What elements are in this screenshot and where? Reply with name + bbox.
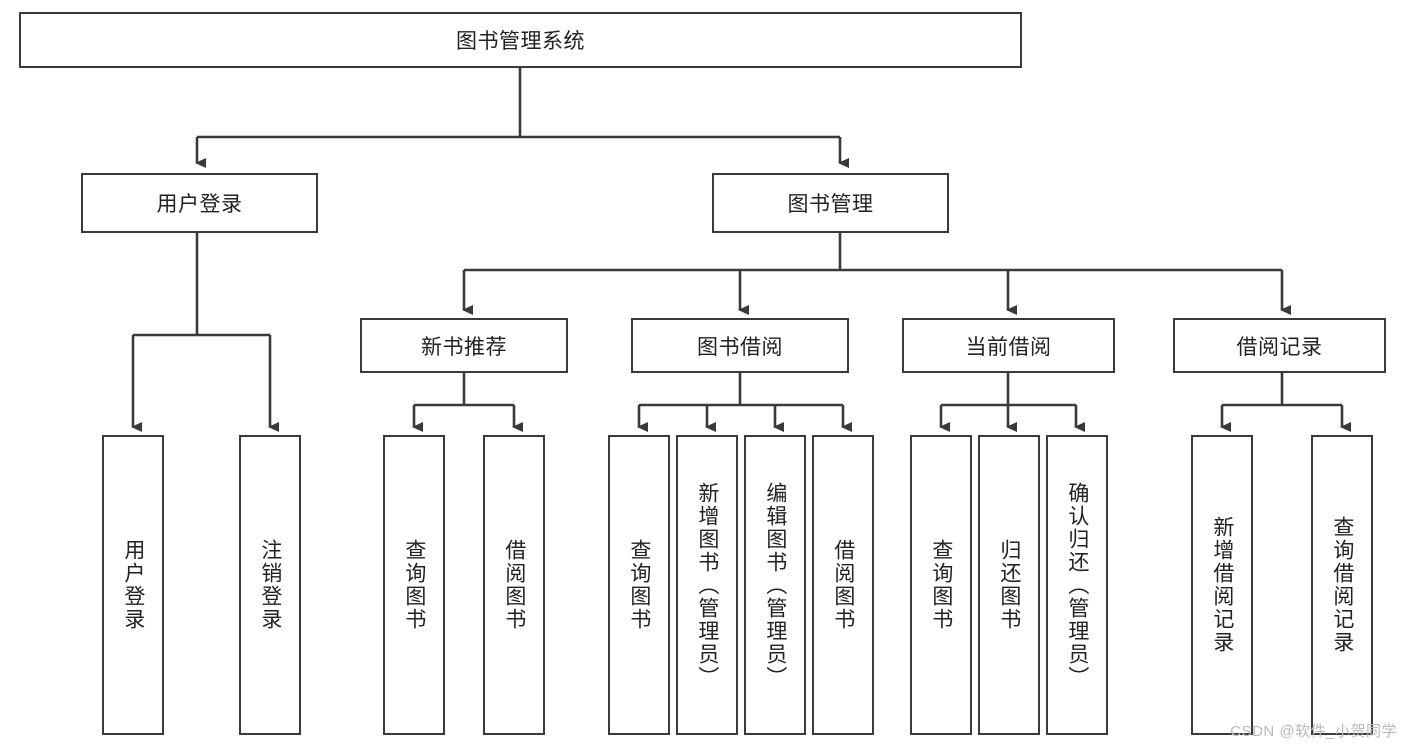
leaf-borrow-book-1-label: 借阅图书: [502, 539, 526, 631]
node-user-login[interactable]: 用户登录: [81, 173, 318, 233]
leaf-borrow-book-2-label: 借阅图书: [831, 539, 855, 631]
leaf-borrow-book-1[interactable]: 借阅图书: [483, 435, 545, 735]
node-book-borrow[interactable]: 图书借阅: [631, 318, 849, 373]
node-new-book-recommend[interactable]: 新书推荐: [360, 318, 568, 373]
node-root-label: 图书管理系统: [456, 30, 585, 53]
node-new-book-recommend-label: 新书推荐: [421, 335, 507, 359]
leaf-query-record[interactable]: 查询借阅记录: [1311, 435, 1373, 735]
leaf-return-book-label: 归还图书: [997, 539, 1021, 631]
node-root[interactable]: 图书管理系统: [19, 12, 1022, 68]
leaf-edit-book[interactable]: 编辑图书（管理员）: [744, 435, 806, 735]
leaf-query-record-label: 查询借阅记录: [1330, 516, 1354, 654]
leaf-add-book[interactable]: 新增图书（管理员）: [676, 435, 738, 735]
node-book-borrow-label: 图书借阅: [697, 335, 783, 359]
leaf-return-book[interactable]: 归还图书: [978, 435, 1040, 735]
node-borrow-record-label: 借阅记录: [1236, 335, 1323, 359]
node-current-borrow-label: 当前借阅: [965, 335, 1052, 359]
leaf-add-record-label: 新增借阅记录: [1210, 516, 1234, 654]
leaf-logout-label: 注销登录: [258, 539, 282, 631]
leaf-user-login[interactable]: 用户登录: [102, 435, 164, 735]
node-borrow-record[interactable]: 借阅记录: [1173, 318, 1386, 373]
leaf-add-book-label: 新增图书（管理员）: [695, 481, 719, 689]
leaf-query-book-3-label: 查询图书: [929, 539, 953, 631]
leaf-query-book-2-label: 查询图书: [627, 539, 651, 631]
node-current-borrow[interactable]: 当前借阅: [902, 318, 1115, 373]
leaf-confirm-return-label: 确认归还（管理员）: [1065, 481, 1089, 689]
leaf-query-book-2[interactable]: 查询图书: [608, 435, 670, 735]
leaf-query-book-1[interactable]: 查询图书: [383, 435, 445, 735]
node-book-management[interactable]: 图书管理: [712, 173, 949, 233]
node-user-login-label: 用户登录: [156, 193, 243, 216]
leaf-add-record[interactable]: 新增借阅记录: [1191, 435, 1253, 735]
leaf-confirm-return[interactable]: 确认归还（管理员）: [1046, 435, 1108, 735]
leaf-user-login-label: 用户登录: [121, 539, 145, 631]
leaf-edit-book-label: 编辑图书（管理员）: [763, 481, 787, 689]
node-book-management-label: 图书管理: [787, 193, 874, 216]
leaf-logout[interactable]: 注销登录: [239, 435, 301, 735]
leaf-query-book-1-label: 查询图书: [402, 539, 426, 631]
leaf-query-book-3[interactable]: 查询图书: [910, 435, 972, 735]
leaf-borrow-book-2[interactable]: 借阅图书: [812, 435, 874, 735]
